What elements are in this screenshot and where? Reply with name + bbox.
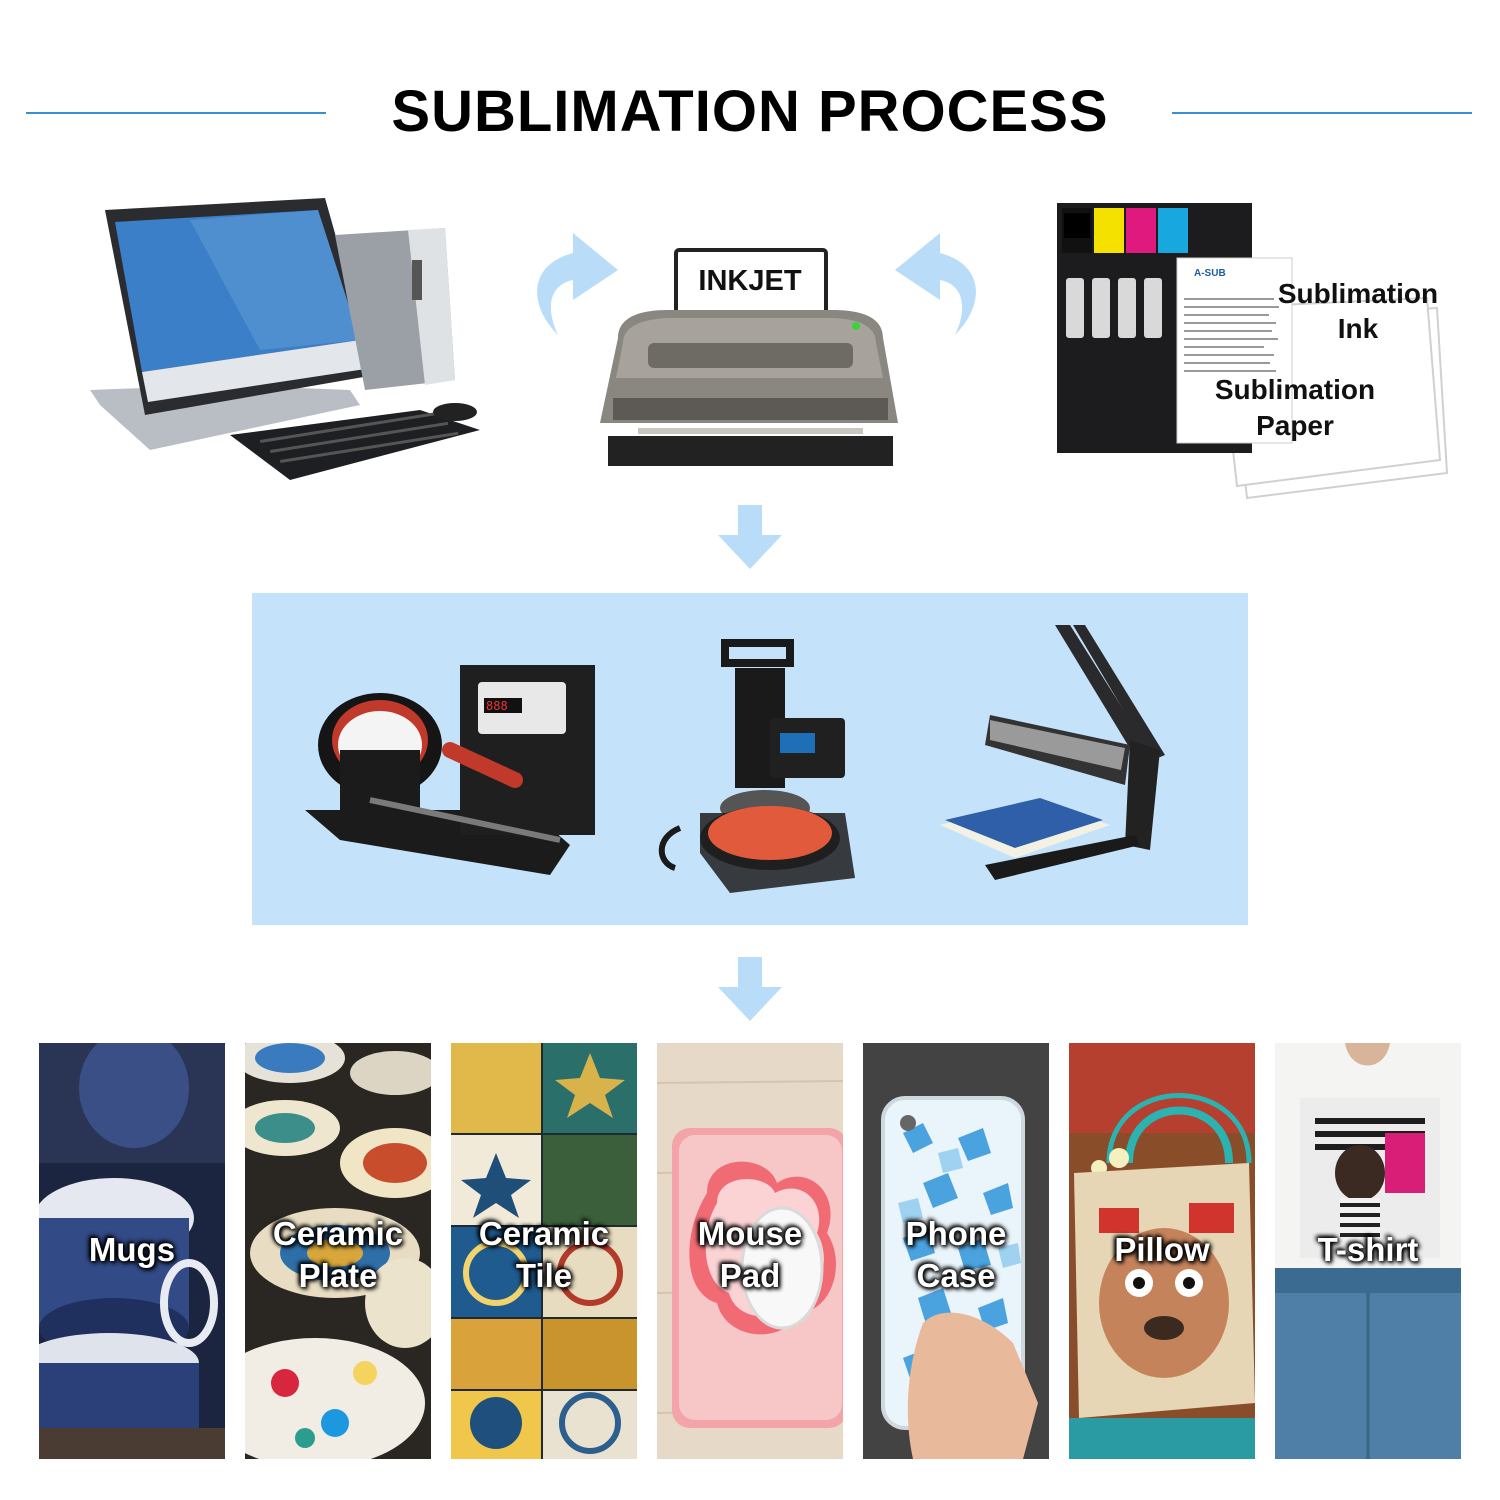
product-label-line: Tile (515, 1257, 573, 1294)
flat-heat-press-icon (940, 625, 1165, 880)
product-label-line: Ceramic (272, 1215, 404, 1252)
down-arrow-icon (718, 505, 782, 569)
product-label-line: Mouse (697, 1215, 803, 1252)
down-arrow-icon-2 (718, 957, 782, 1021)
phone-case-image (863, 1043, 1049, 1459)
product-label-line: Pillow (1114, 1231, 1210, 1268)
product-tile-t-shirt: T-shirt (1275, 1043, 1461, 1459)
title-line-right (1172, 112, 1472, 114)
paper-label-line-2: Paper (1256, 410, 1334, 441)
product-label: Ceramic Tile (451, 1213, 637, 1297)
product-label-line: Mugs (88, 1231, 176, 1268)
product-tile-pillow: Pillow (1069, 1043, 1255, 1459)
brand-label: A-SUB (1194, 268, 1226, 279)
svg-text:888: 888 (486, 699, 508, 713)
paper-label-line-1: Sublimation (1214, 374, 1376, 405)
product-tile-ceramic-tile: Ceramic Tile (451, 1043, 637, 1459)
curved-arrow-left-icon (537, 233, 618, 335)
mouse-pad-image (657, 1043, 843, 1459)
product-label-line: Phone (905, 1215, 1007, 1252)
mug-press-icon: 888 (305, 665, 595, 875)
product-label: Ceramic Plate (245, 1213, 431, 1297)
sublimation-ink-label: Sublimation Ink (1258, 276, 1458, 346)
product-label-line: Case (916, 1257, 996, 1294)
curved-arrow-right-icon (895, 233, 976, 335)
title-line-left (26, 112, 326, 114)
ink-cartridge-icon (1057, 203, 1449, 500)
ceramic-tile-image (451, 1043, 637, 1459)
product-label-line: Plate (298, 1257, 378, 1294)
product-label: Mouse Pad (657, 1213, 843, 1297)
product-label: Mugs (39, 1229, 225, 1271)
plate-press-icon (658, 639, 855, 893)
product-tile-mouse-pad: Mouse Pad (657, 1043, 843, 1459)
printer-icon (600, 248, 898, 466)
product-label: Pillow (1069, 1229, 1255, 1271)
ink-label-line-1: Sublimation (1277, 278, 1439, 309)
pillow-image (1069, 1043, 1255, 1459)
ink-label-line-2: Ink (1337, 313, 1379, 344)
product-label-line: Ceramic (478, 1215, 610, 1252)
t-shirt-image (1275, 1043, 1461, 1459)
product-tile-phone-case: Phone Case (863, 1043, 1049, 1459)
computer-icon (90, 198, 480, 480)
mugs-image (39, 1043, 225, 1459)
product-label: T-shirt (1275, 1229, 1461, 1271)
sublimation-paper-label: Sublimation Paper (1195, 372, 1395, 444)
product-tile-ceramic-plate: Ceramic Plate (245, 1043, 431, 1459)
printer-label: INKJET (698, 265, 802, 297)
ceramic-plate-image (245, 1043, 431, 1459)
product-label: Phone Case (863, 1213, 1049, 1297)
product-label-line: Pad (719, 1257, 781, 1294)
page-title: SUBLIMATION PROCESS (391, 79, 1109, 144)
product-label-line: T-shirt (1317, 1231, 1419, 1268)
product-tile-mugs: Mugs (39, 1043, 225, 1459)
